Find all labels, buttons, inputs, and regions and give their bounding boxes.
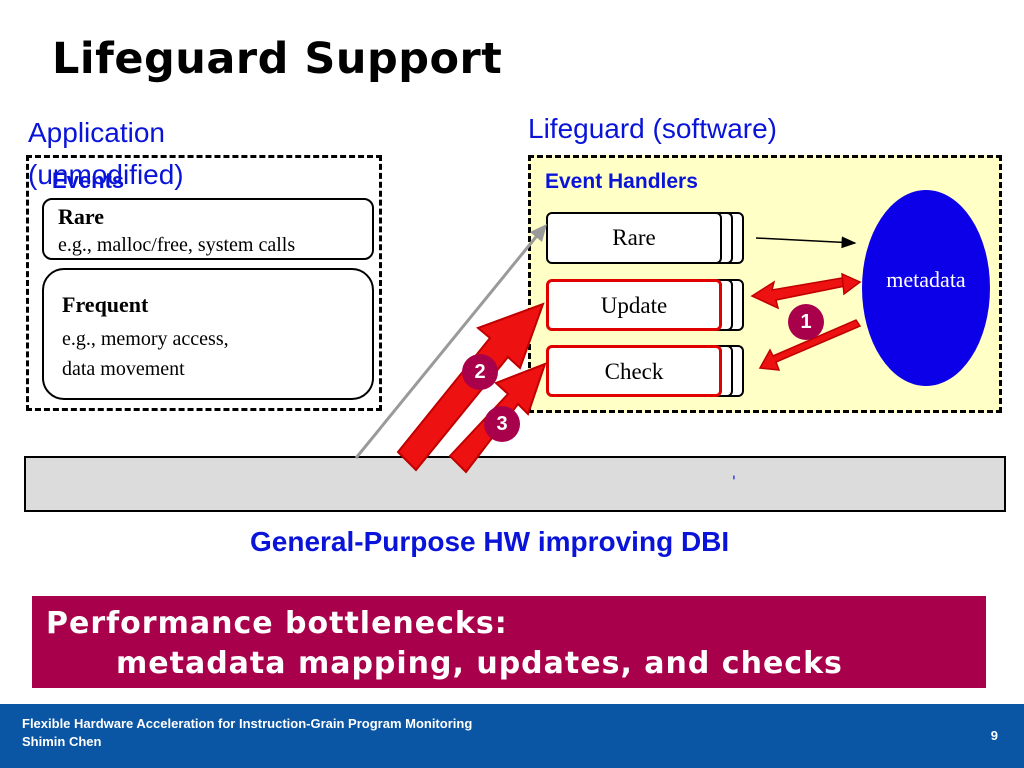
rare-handler: Rare: [546, 212, 722, 264]
hardware-label: General-Purpose HW improving DBI: [250, 526, 730, 557]
application-region: [26, 155, 382, 411]
badge-2: 2: [462, 354, 498, 390]
badge-3: 3: [484, 406, 520, 442]
rare-to-metadata-arrow: [755, 236, 857, 249]
frequent-events-box: Frequent e.g., memory access, data movem…: [42, 268, 374, 400]
frequent-events-desc-2: data movement: [62, 358, 185, 380]
page-number: 9: [990, 728, 998, 743]
update-metadata-arrow: [750, 272, 862, 310]
hardware-bar: [24, 456, 1006, 512]
badge-1: 1: [788, 304, 824, 340]
footer: Flexible Hardware Acceleration for Instr…: [0, 704, 1024, 768]
hardware-bar-mark: ': [732, 474, 736, 490]
footer-title: Flexible Hardware Acceleration for Instr…: [22, 716, 473, 731]
lifeguard-label: Lifeguard (software): [528, 113, 778, 144]
slide-title: Lifeguard Support: [52, 34, 503, 84]
application-label: Application (unmodified): [28, 117, 184, 190]
grey-arrow: [354, 224, 547, 459]
events-label: Events: [52, 168, 125, 193]
bottleneck-box: Performance bottlenecks: metadata mappin…: [32, 596, 986, 688]
bottleneck-line-2: metadata mapping, updates, and checks: [116, 646, 843, 681]
event-handlers-label: Event Handlers: [545, 170, 698, 193]
frequent-events-desc-1: e.g., memory access,: [62, 328, 229, 350]
rare-events-title: Rare: [58, 204, 105, 229]
rare-events-desc: e.g., malloc/free, system calls: [58, 234, 296, 256]
check-handler: Check: [546, 345, 722, 397]
frequent-events-title: Frequent: [62, 292, 149, 317]
metadata-check-arrow: [758, 319, 862, 371]
metadata-ellipse: metadata: [862, 190, 990, 386]
footer-author: Shimin Chen: [22, 734, 102, 749]
bottleneck-line-1: Performance bottlenecks:: [46, 606, 508, 641]
rare-events-box: Rare e.g., malloc/free, system calls: [42, 198, 374, 260]
update-handler: Update: [546, 279, 722, 331]
